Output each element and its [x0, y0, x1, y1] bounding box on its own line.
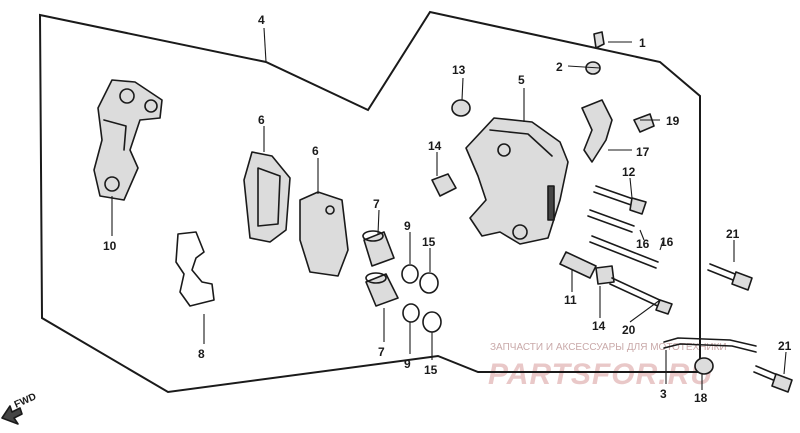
callout-2: 2	[556, 60, 563, 74]
callout-10: 10	[103, 239, 117, 253]
pad-retainer	[581, 99, 613, 163]
caliper-body	[465, 117, 569, 245]
callout-16-right: 16	[660, 235, 674, 249]
callout-19: 19	[666, 114, 680, 128]
bleeder-cap	[451, 99, 471, 117]
piston-upper	[362, 230, 395, 267]
callout-15-upper: 15	[422, 235, 436, 249]
callout-1: 1	[639, 36, 646, 50]
forward-direction-indicator: FWD	[1, 391, 38, 425]
brake-pad-left	[243, 151, 291, 243]
callout-20: 20	[622, 323, 636, 337]
pad-pin-lower	[589, 235, 659, 269]
pad-pin-bolt-upper	[593, 185, 647, 215]
dust-seal-lower	[422, 311, 442, 333]
brake-hose-clip	[663, 337, 757, 353]
callout-13: 13	[452, 63, 466, 77]
caliper-bracket	[93, 79, 163, 201]
callout-8: 8	[198, 347, 205, 361]
dust-seal-upper	[419, 272, 439, 294]
callout-16-left: 16	[636, 237, 650, 251]
clip-bolt	[694, 357, 714, 375]
callout-17: 17	[636, 145, 650, 159]
callout-5: 5	[518, 73, 525, 87]
callout-6-left: 6	[258, 113, 265, 127]
callout-4: 4	[258, 13, 265, 27]
callout-14-lower: 14	[592, 319, 606, 333]
pin-boot-lower	[595, 265, 615, 285]
piston-seal-upper	[401, 264, 419, 284]
callout-11: 11	[564, 293, 577, 307]
pin-boot-upper	[431, 173, 457, 197]
pad-spring	[175, 231, 215, 307]
callout-6-right: 6	[312, 144, 319, 158]
piston-seal-lower	[402, 303, 420, 323]
piston-lower	[365, 272, 399, 307]
callout-18: 18	[694, 391, 708, 405]
leader-lines	[111, 27, 787, 390]
callout-3: 3	[660, 387, 667, 401]
callout-21-lower: 21	[778, 339, 792, 353]
retainer-bolt	[633, 113, 655, 133]
pad-pin-upper	[587, 209, 635, 233]
mounting-bolt-upper	[707, 263, 753, 291]
callout-12: 12	[622, 165, 636, 179]
callout-9-lower: 9	[404, 357, 411, 371]
mounting-bolt-lower	[753, 365, 793, 393]
callout-14-upper: 14	[428, 139, 442, 153]
caliper-pin-bolt	[609, 277, 673, 315]
callout-15-lower: 15	[424, 363, 438, 377]
callout-7-upper: 7	[373, 197, 380, 211]
callout-21-upper: 21	[726, 227, 740, 241]
bleeder-screw	[593, 31, 605, 49]
fwd-label: FWD	[13, 391, 38, 410]
callout-7-lower: 7	[378, 345, 385, 359]
watermark-brand: PARTSFOR.RU	[488, 358, 713, 391]
callout-numbers: 1 2 3 4 5 6 6 7 7 8 9 9 10 11 12 13 14 1…	[103, 13, 792, 405]
assembly-outline	[38, 10, 701, 394]
pin-sleeve	[559, 251, 597, 279]
brake-pad-right	[299, 191, 349, 277]
callout-9-upper: 9	[404, 219, 411, 233]
watermark-caption: ЗАПЧАСТИ И АКСЕССУАРЫ ДЛЯ МОТОТЕХНИКИ	[490, 342, 727, 353]
